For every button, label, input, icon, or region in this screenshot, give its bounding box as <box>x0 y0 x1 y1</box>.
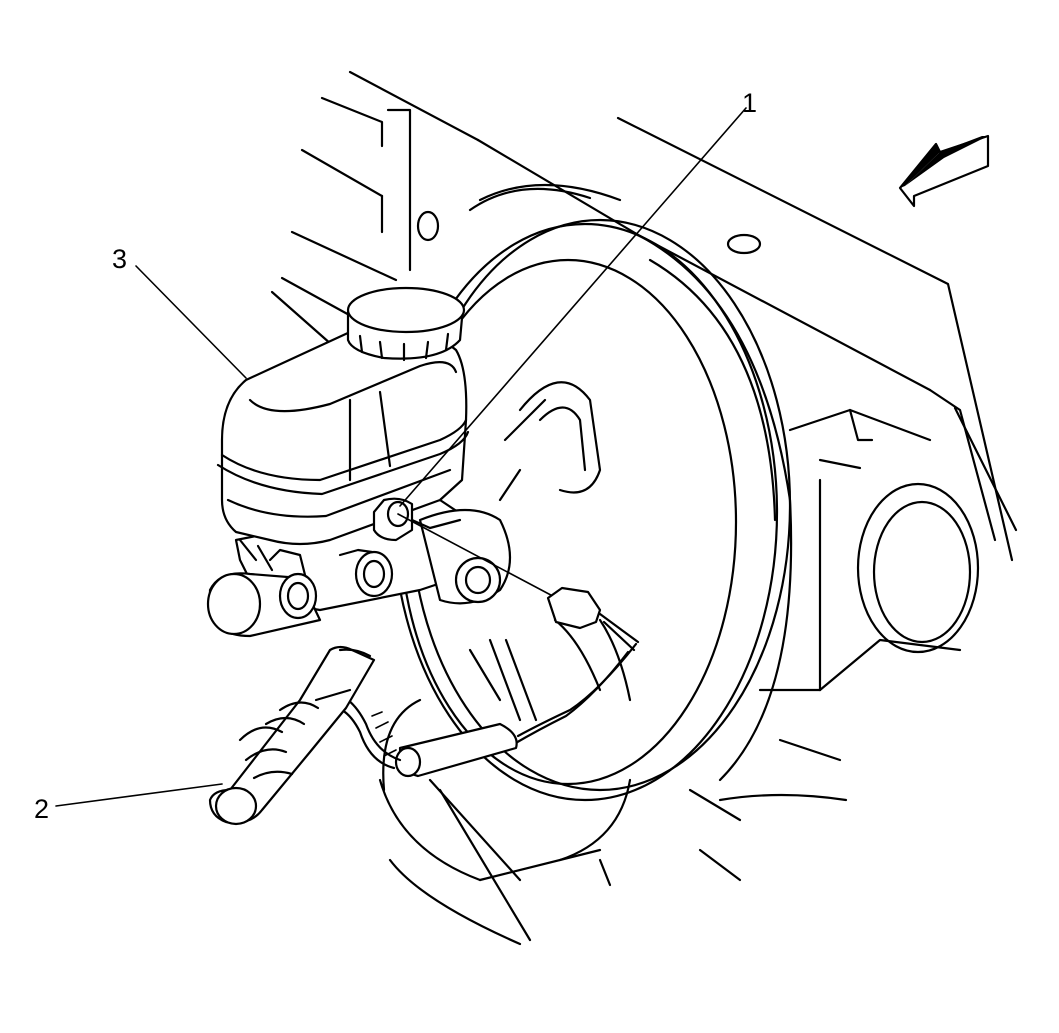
leader-lines <box>55 107 747 807</box>
callout-1: 1 <box>742 88 757 118</box>
wiring-harness-hose <box>208 645 376 826</box>
callout-3: 3 <box>112 244 127 274</box>
callout-2: 2 <box>34 794 49 824</box>
direction-arrow-icon <box>898 134 990 208</box>
fluid-reservoir <box>216 286 470 546</box>
leader-line-1 <box>399 107 747 507</box>
leader-line-2 <box>55 783 223 807</box>
fluid-level-sensor-harness <box>340 513 640 778</box>
master-cylinder <box>206 498 511 638</box>
leader-line-3 <box>135 265 247 379</box>
